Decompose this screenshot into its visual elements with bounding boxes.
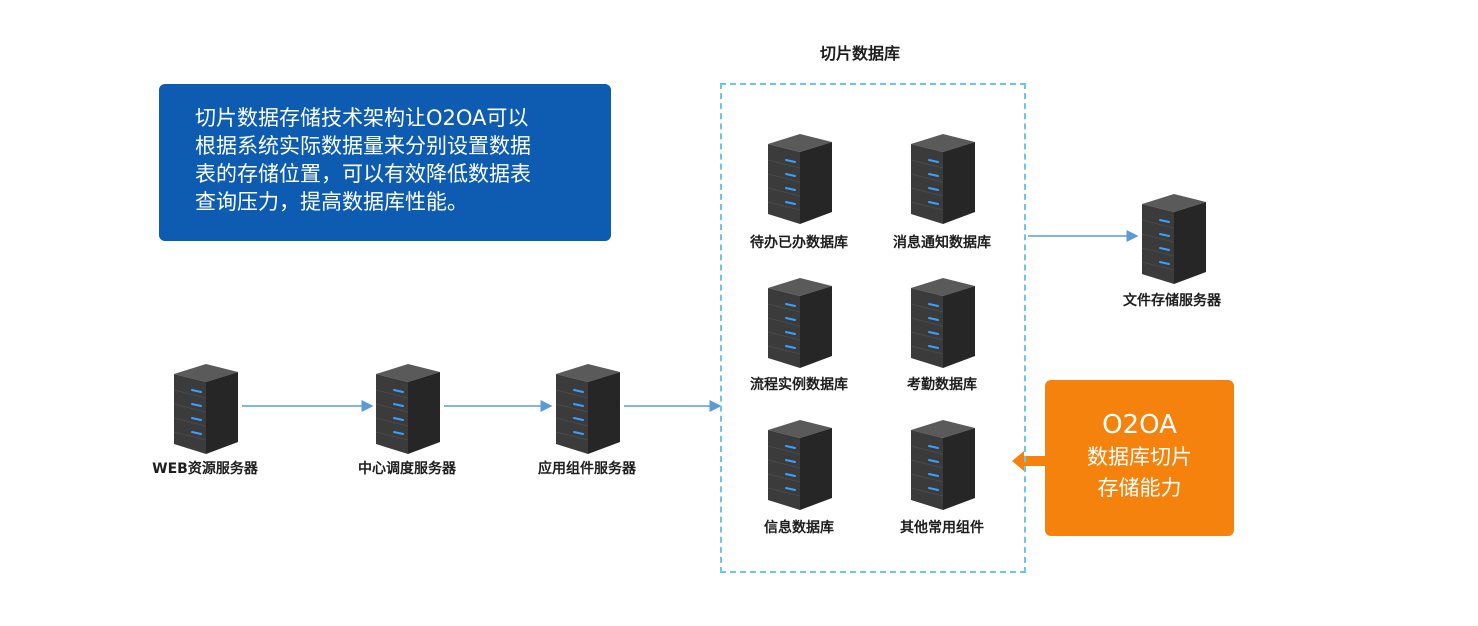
web-server-label: WEB资源服务器 — [152, 461, 258, 477]
callout-title: O2OA — [1102, 410, 1177, 440]
server-rack-icon — [762, 416, 838, 512]
attendance-db-label: 考勤数据库 — [907, 377, 977, 393]
description-line: 查询压力，提高数据库性能。 — [195, 190, 468, 214]
capability-callout: O2OA 数据库切片 存储能力 — [1045, 380, 1234, 536]
message-db-label: 消息通知数据库 — [893, 235, 991, 251]
callout-line2: 存储能力 — [1097, 476, 1182, 500]
info-db-label: 信息数据库 — [764, 520, 834, 536]
server-rack-icon — [905, 416, 981, 512]
server-rack-icon — [1136, 190, 1212, 286]
other-components-label: 其他常用组件 — [900, 520, 984, 536]
scheduler-server-label: 中心调度服务器 — [358, 461, 456, 477]
description-line: 切片数据存储技术架构让O2OA可以 — [195, 106, 529, 130]
file-server-label: 文件存储服务器 — [1123, 293, 1221, 309]
server-rack-icon — [762, 274, 838, 370]
app-server-label: 应用组件服务器 — [538, 461, 636, 477]
server-rack-icon — [550, 360, 626, 456]
server-rack-icon — [762, 130, 838, 226]
server-rack-icon — [370, 360, 446, 456]
sharded-database-cluster — [720, 83, 1026, 573]
callout-line1: 数据库切片 — [1087, 445, 1192, 469]
description-line: 根据系统实际数据量来分别设置数据 — [195, 134, 531, 158]
arrow-icon — [1012, 451, 1047, 471]
server-rack-icon — [905, 130, 981, 226]
server-rack-icon — [905, 274, 981, 370]
server-rack-icon — [168, 360, 244, 456]
description-line: 表的存储位置，可以有效降低数据表 — [195, 162, 531, 186]
cluster-title: 切片数据库 — [819, 44, 901, 63]
todo-db-label: 待办已办数据库 — [750, 235, 848, 251]
description-box: 切片数据存储技术架构让O2OA可以 根据系统实际数据量来分别设置数据 表的存储位… — [159, 84, 611, 241]
process-db-label: 流程实例数据库 — [750, 377, 848, 393]
